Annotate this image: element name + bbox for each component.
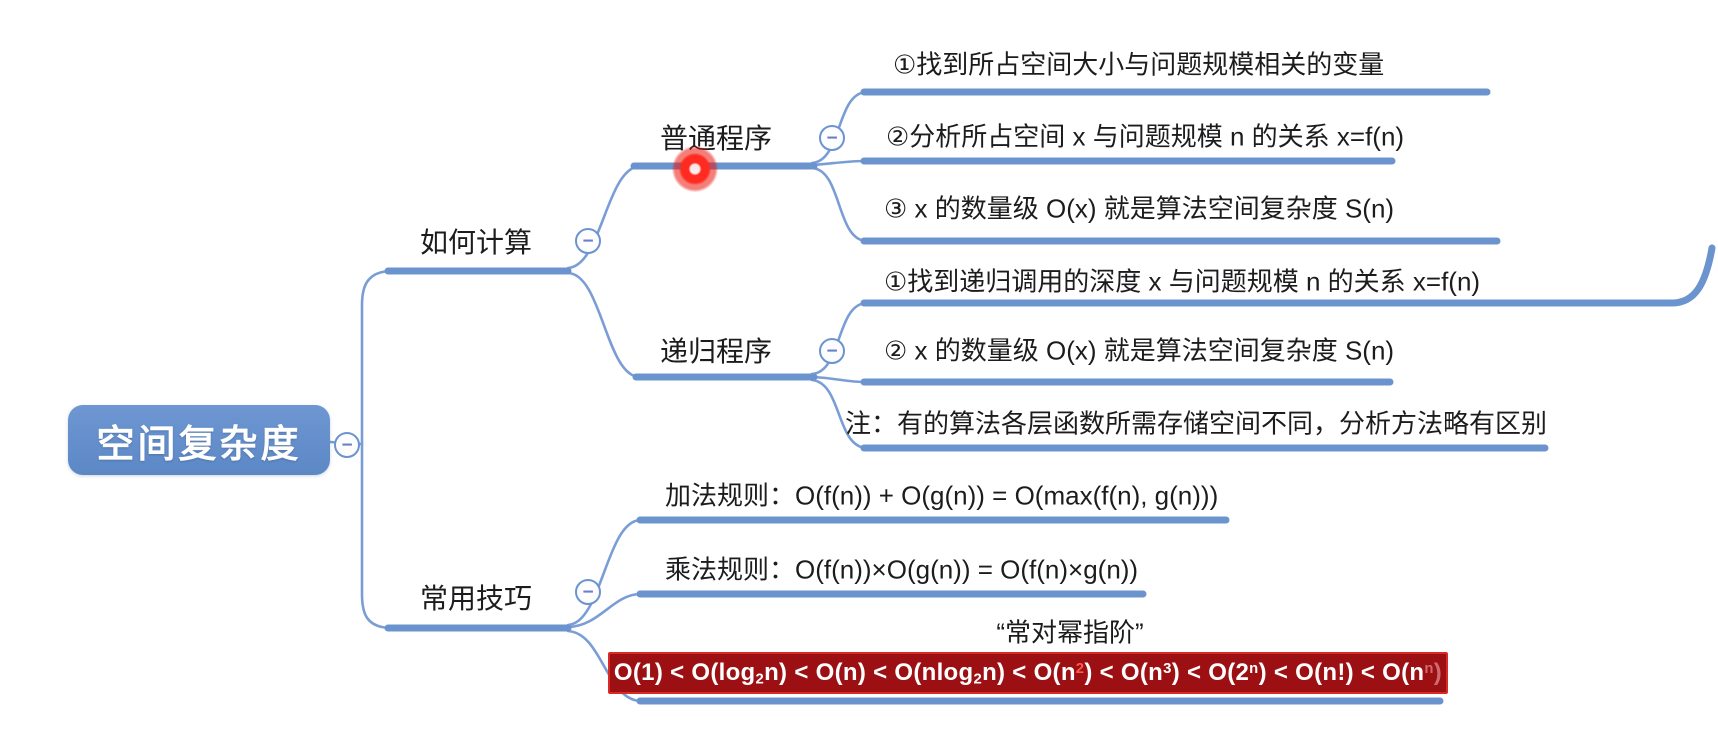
node-ordinary-step-1[interactable]: ①找到所占空间大小与问题规模相关的变量: [893, 49, 1385, 80]
root-label: 空间复杂度: [96, 423, 302, 466]
collapse-button-tricks[interactable]: −: [575, 579, 601, 605]
node-recursive-step-2[interactable]: ② x 的数量级 O(x) 就是算法空间复杂度 S(n): [884, 335, 1395, 366]
collapse-button-how[interactable]: −: [575, 228, 601, 254]
connector-how-ordinary: [566, 164, 642, 270]
node-how-to-compute[interactable]: 如何计算: [420, 227, 533, 258]
node-common-tricks[interactable]: 常用技巧: [420, 583, 533, 614]
minus-icon: −: [826, 127, 838, 149]
node-ordinary-program[interactable]: 普通程序: [660, 123, 773, 154]
node-recursive-program[interactable]: 递归程序: [660, 336, 773, 367]
minus-icon: −: [826, 340, 838, 362]
connector-recursive-note: [810, 378, 868, 450]
node-ordinary-step-2[interactable]: ②分析所占空间 x 与问题规模 n 的关系 x=f(n): [886, 121, 1405, 152]
connector-recursive-step1: [810, 301, 868, 376]
branch-line-recursive-step1: [860, 244, 1716, 307]
minus-icon: −: [341, 434, 353, 456]
node-addition-rule[interactable]: 加法规则：O(f(n)) + O(g(n)) = O(max(f(n), g(n…: [665, 480, 1219, 511]
node-order-title[interactable]: “常对幂指阶”: [996, 617, 1144, 648]
collapse-button-ordinary[interactable]: −: [819, 125, 845, 151]
connector-tricks-order: [566, 629, 642, 703]
node-recursive-note[interactable]: 注：有的算法各层函数所需存储空间不同，分析方法略有区别: [845, 408, 1548, 439]
collapse-button-root[interactable]: −: [334, 432, 360, 458]
connector-tricks-multiplication: [566, 592, 642, 629]
minus-icon: −: [582, 581, 594, 603]
node-recursive-step-1[interactable]: ①找到递归调用的深度 x 与问题规模 n 的关系 x=f(n): [884, 266, 1481, 297]
node-complexity-order[interactable]: O(1) < O(log2n) < O(n) < O(nlog2n) < O(n…: [608, 652, 1448, 694]
connector-ordinary-step3: [810, 166, 868, 243]
collapse-button-recursive[interactable]: −: [819, 338, 845, 364]
connector-root-trunk: [360, 269, 392, 630]
laser-pointer-dot: [672, 146, 718, 192]
minus-icon: −: [582, 230, 594, 252]
complexity-order-formula: O(1) < O(log2n) < O(n) < O(nlog2n) < O(n…: [613, 658, 1443, 688]
node-multiplication-rule[interactable]: 乘法规则：O(f(n))×O(g(n)) = O(f(n)×g(n)): [665, 554, 1139, 585]
connector-tricks-addition: [566, 518, 642, 627]
connector-how-recursive: [566, 271, 642, 379]
node-ordinary-step-3[interactable]: ③ x 的数量级 O(x) 就是算法空间复杂度 S(n): [884, 193, 1395, 224]
root-node[interactable]: 空间复杂度: [68, 405, 330, 475]
